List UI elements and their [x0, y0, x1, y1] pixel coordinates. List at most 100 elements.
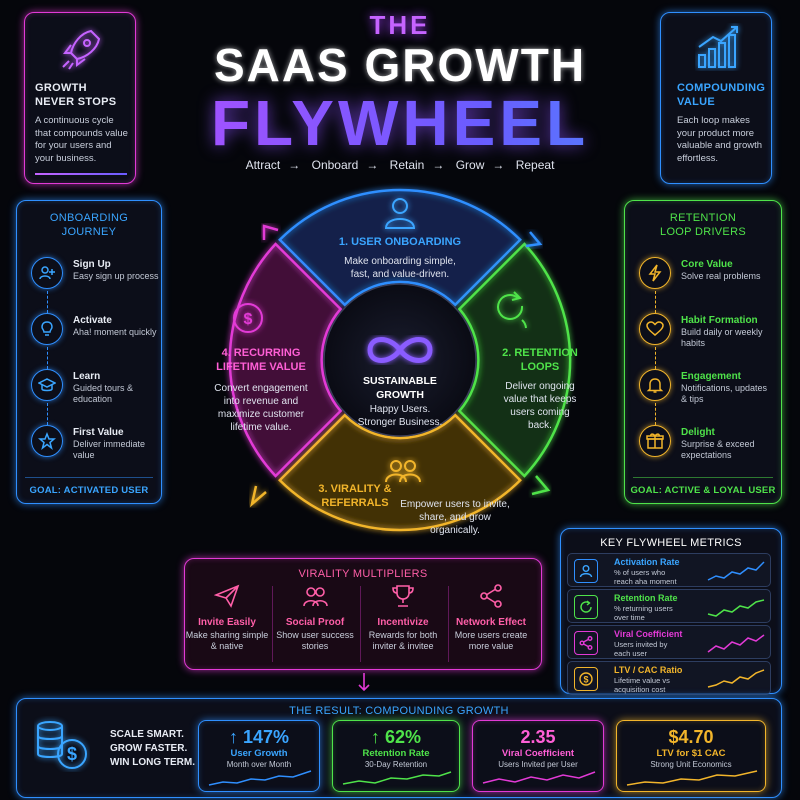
star-icon — [31, 425, 63, 457]
card-title: VALUE — [677, 96, 715, 108]
card-divider — [35, 173, 127, 175]
compounding-value-card: COMPOUNDING VALUE Each loop makes your p… — [660, 12, 772, 184]
share-nodes-icon — [480, 584, 502, 608]
metric-ltv-cac: $ LTV / CAC Ratio Lifetime value vs acqu… — [567, 661, 771, 695]
seg4-text: into revenue and — [223, 396, 299, 407]
user-icon — [574, 559, 598, 583]
growth-never-stops-card: GROWTH NEVER STOPS A continuous cycle th… — [24, 12, 136, 184]
segment-onboarding — [278, 188, 522, 307]
lightning-icon — [639, 257, 671, 289]
arrow-head-green — [531, 475, 551, 496]
user-plus-icon — [31, 257, 63, 289]
step-arrow: → — [288, 158, 301, 172]
refresh-icon — [574, 595, 598, 619]
connector-line — [47, 347, 48, 369]
seg4-text: lifetime value. — [230, 422, 292, 433]
card-text: A continuous cycle that compounds value … — [35, 115, 128, 164]
center-title: SUSTAINABLE — [363, 375, 437, 387]
onboarding-journey-card: ONBOARDING JOURNEY Sign Up Easy sign up … — [16, 200, 162, 504]
seg4-text: Convert engagement — [214, 383, 308, 394]
segment-lifetime-value — [228, 242, 343, 478]
connector-line — [655, 291, 656, 313]
card-title: GROWTH — [35, 82, 87, 94]
step-retain: Retain — [389, 158, 425, 172]
goal-divider — [633, 477, 773, 478]
metric-activation-rate: Activation Rate % of users who reach aha… — [567, 553, 771, 587]
arrow-head-gold — [249, 485, 267, 508]
svg-text:$: $ — [67, 744, 77, 764]
metric-viral-coefficient: Viral Coefficient Users invited by each … — [567, 625, 771, 659]
multiplier-social-proof: Social Proof Show user success stories — [272, 584, 358, 652]
rocket-icon — [62, 29, 101, 70]
coins-dollar-icon: $ — [37, 721, 87, 769]
center-title: GROWTH — [376, 389, 424, 401]
seg2-text: users coming — [510, 407, 570, 418]
seg3-text: organically. — [430, 525, 480, 536]
sparkline — [342, 771, 452, 785]
connector-line — [655, 403, 656, 425]
step-attract: Attract — [245, 158, 281, 172]
svg-text:$: $ — [583, 675, 588, 685]
sparkline — [707, 669, 765, 688]
multiplier-network-effect: Network Effect More users create more va… — [448, 584, 534, 652]
flywheel-diagram: $ — [228, 188, 572, 532]
segment-retention — [457, 242, 572, 478]
paper-plane-icon — [213, 584, 240, 608]
seg3-title: 3. VIRALITY & — [318, 483, 392, 495]
heart-icon — [639, 313, 671, 345]
infinity-icon — [367, 337, 433, 363]
down-arrow-icon — [358, 673, 370, 692]
center-text: Happy Users. — [369, 404, 431, 415]
title-line-2: FLYWHEEL — [0, 86, 800, 160]
arrow-head-blue — [525, 231, 543, 248]
result-card: THE RESULT: COMPOUNDING GROWTH — [16, 698, 782, 798]
multiplier-invite-easily: Invite Easily Make sharing simple & nati… — [184, 584, 270, 652]
retention-drivers-card: RETENTION LOOP DRIVERS Core Value Solve … — [624, 200, 782, 504]
sparkline — [208, 770, 312, 786]
connector-line — [655, 347, 656, 369]
sparkline — [707, 561, 765, 581]
sparkline — [707, 599, 765, 617]
trophy-icon — [392, 585, 414, 607]
step-repeat: Repeat — [515, 158, 555, 172]
divider — [360, 586, 361, 662]
users-icon — [385, 460, 421, 483]
card-title: NEVER STOPS — [35, 96, 117, 108]
arrow-head-pink — [262, 224, 279, 240]
step-grow: Grow — [455, 158, 485, 172]
result-retention-rate: ↑ 62% Retention Rate 30-Day Retention — [332, 720, 460, 792]
card-title: VIRALITY MULTIPLIERS — [298, 568, 428, 580]
center-hub — [323, 283, 477, 437]
title-line-1: SAAS GROWTH — [213, 39, 587, 91]
svg-text:$: $ — [244, 311, 253, 328]
sparkline — [482, 771, 596, 784]
seg1-text: Make onboarding simple, — [344, 256, 456, 267]
result-user-growth: ↑ 147% User Growth Month over Month — [198, 720, 320, 792]
seg2-text: Deliver ongoing — [505, 381, 575, 392]
seg4-title: 4. RECURRING — [221, 347, 301, 359]
seg2-title: LOOPS — [520, 361, 560, 373]
divider — [272, 586, 273, 662]
metric-retention-rate: Retention Rate % returning users over ti… — [567, 589, 771, 623]
seg2-text: back. — [528, 420, 552, 431]
step-arrow: → — [366, 158, 379, 172]
seg3-title: REFERRALS — [321, 497, 389, 509]
card-title: JOURNEY — [61, 226, 117, 238]
bell-icon — [639, 369, 671, 401]
seg4-text: maximize customer — [217, 409, 305, 420]
step-onboard: Onboard — [311, 158, 359, 172]
sparkline — [626, 770, 758, 786]
dollar-icon: $ — [574, 667, 598, 691]
dollar-icon: $ — [233, 303, 263, 333]
graduation-cap-icon — [31, 369, 63, 401]
goal-label: GOAL: ACTIVATED USER — [29, 485, 149, 496]
title-the: THE — [369, 10, 431, 40]
gift-icon — [639, 425, 671, 457]
step-arrow: → — [492, 158, 505, 172]
connector-line — [47, 403, 48, 425]
steps-row: Attract → Onboard → Retain → Grow → Repeat — [0, 158, 800, 172]
slogan: SCALE SMART. GROW FASTER. WIN LONG TERM. — [110, 729, 195, 768]
step-arrow: → — [432, 158, 445, 172]
share-nodes-icon — [574, 631, 598, 655]
divider — [448, 586, 449, 662]
